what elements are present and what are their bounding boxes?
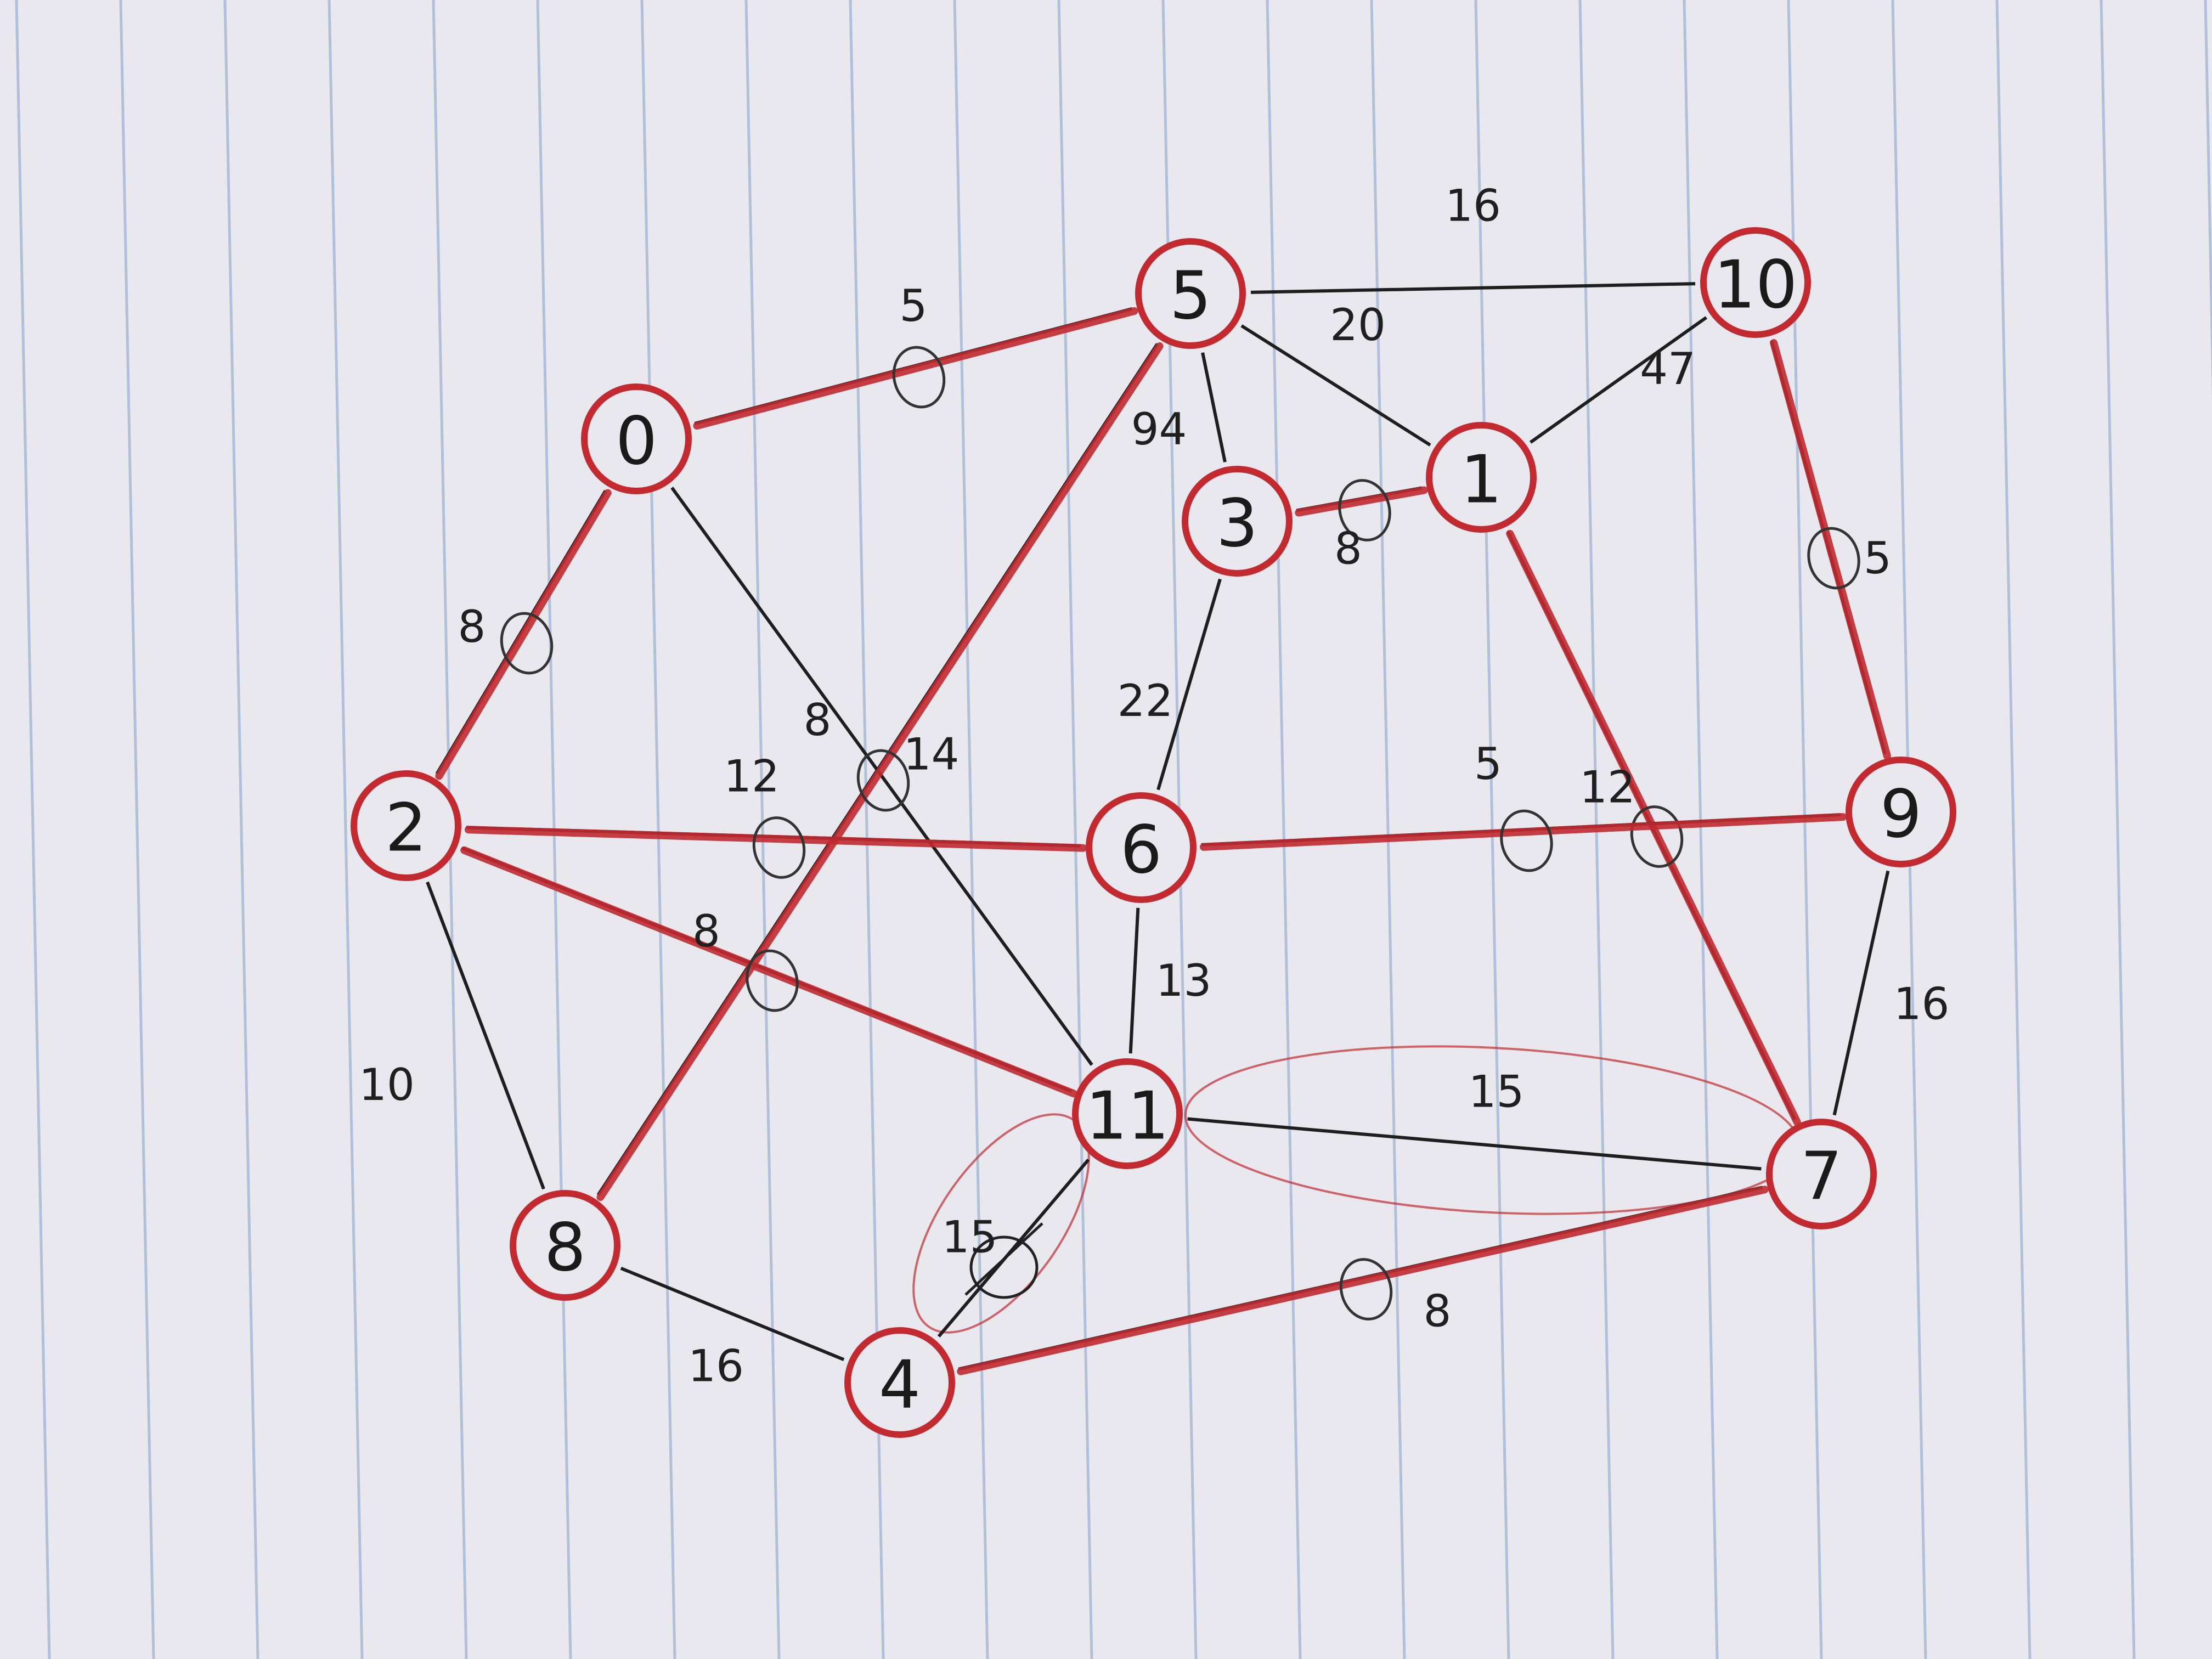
edge-check-mark (500, 612, 554, 675)
edge-6-11 (1128, 907, 1140, 1054)
node-6-label: 6 (1120, 812, 1162, 889)
edges-layer (426, 282, 1891, 1375)
edge-6-9-highlight (1199, 813, 1847, 851)
edge-weight-2-11: 8 (692, 906, 720, 957)
node-4-label: 4 (879, 1347, 921, 1424)
ruled-line (953, 0, 989, 1659)
edge-4-7-highlight (957, 1186, 1769, 1375)
edge-8-4 (620, 1266, 845, 1362)
edge-2-11-highlight (460, 846, 1077, 1098)
ruled-line (15, 0, 51, 1659)
edge-weight-2-6: 12 (724, 751, 780, 802)
edge-10-9-highlight (1770, 339, 1891, 760)
edge-weight-5-8: 8 (804, 695, 832, 746)
ruled-line (640, 0, 676, 1659)
edge-11-7 (1187, 1117, 1762, 1171)
ruled-line (1266, 0, 1302, 1659)
ruled-line (119, 0, 155, 1659)
edge-weight-10-9: 5 (1864, 533, 1892, 584)
edge-9-7 (1832, 870, 1890, 1116)
edge-weight-1-7: 12 (1579, 762, 1635, 813)
edge-weight-11-7: 15 (1469, 1066, 1525, 1118)
edge-3-6 (1156, 578, 1222, 791)
node-8-circle (510, 1190, 620, 1301)
edge-check-mark (1630, 805, 1684, 868)
edge-check-mark (746, 949, 799, 1012)
node-11-label: 11 (1086, 1079, 1170, 1155)
edge-check-mark (1807, 527, 1860, 590)
edge-weight-3-1: 8 (1334, 523, 1362, 574)
edge-weight-5-10: 16 (1445, 180, 1501, 232)
edge-5-3 (1201, 352, 1227, 462)
edge-weight-6-9: 5 (1474, 738, 1502, 789)
edge-weight-9-7: 16 (1894, 979, 1950, 1030)
ruled-line (223, 0, 259, 1659)
edge-5-8-highlight (596, 342, 1164, 1201)
edge-check-mark (856, 749, 910, 812)
ruled-line (1370, 0, 1406, 1659)
node-7-circle (1766, 1119, 1877, 1229)
edge-5-1 (1240, 324, 1431, 447)
edge-0-2-highlight (435, 489, 612, 780)
edge-0-11 (670, 487, 1093, 1066)
edge-weight-5-3: 94 (1131, 404, 1187, 455)
edge-weight-0-11: 14 (904, 729, 960, 780)
node-1-label: 1 (1460, 442, 1502, 518)
edge-10-1 (1529, 316, 1708, 444)
edge-weight-8-4: 16 (688, 1341, 744, 1392)
node-7-label: 7 (1801, 1139, 1842, 1215)
ruled-line (744, 0, 781, 1659)
edge-weight-0-2: 8 (458, 601, 486, 652)
edge-weight-6-11: 13 (1156, 955, 1212, 1006)
node-9-circle (1846, 757, 1956, 867)
edge-weight-4-7: 8 (1424, 1286, 1452, 1337)
edge-weight-3-6: 22 (1118, 675, 1173, 726)
edge-weight-5-1: 20 (1330, 300, 1386, 351)
ruled-line (328, 0, 364, 1659)
node-6-circle (1086, 792, 1197, 903)
edge-check-mark (1339, 1258, 1393, 1321)
node-8-label: 8 (544, 1210, 586, 1286)
node-3-circle (1182, 466, 1293, 577)
edge-3-1-highlight (1295, 486, 1428, 517)
node-2-label: 2 (385, 791, 427, 867)
node-11-circle (1072, 1058, 1183, 1169)
edge-check-mark (1500, 809, 1553, 872)
node-2-circle (351, 770, 461, 881)
ruled-line (1995, 0, 2032, 1659)
ruled-line (1683, 0, 1719, 1659)
node-0-label: 0 (616, 404, 657, 480)
annotation-layer (912, 1045, 1801, 1334)
edge-5-10 (1250, 282, 1696, 294)
ruled-line (1057, 0, 1093, 1659)
node-5-label: 5 (1170, 258, 1211, 335)
ruled-line (2100, 0, 2136, 1659)
node-10-label: 10 (1714, 247, 1798, 324)
node-1-circle (1426, 422, 1537, 533)
edge-check-mark (1338, 479, 1391, 541)
node-4-circle (844, 1327, 955, 1438)
node-9-label: 9 (1880, 777, 1922, 853)
node-3-label: 3 (1216, 486, 1258, 562)
edge-2-8 (426, 881, 545, 1190)
edge-weight-2-8: 10 (359, 1059, 415, 1110)
edge-2-6-highlight (464, 826, 1087, 852)
edge-weight-11-4: 15 (942, 1212, 998, 1263)
ruled-line (2204, 0, 2212, 401)
node-10-circle (1700, 227, 1811, 338)
edge-11-4 (937, 1159, 1090, 1338)
node-5-circle (1135, 238, 1246, 349)
edge-check-mark (892, 346, 946, 409)
edge-weight-10-1: 47 (1640, 343, 1696, 394)
node-0-circle (581, 383, 692, 494)
edge-0-5-highlight (693, 307, 1138, 430)
edge-weight-0-5: 5 (900, 280, 928, 331)
edge-check-mark (752, 816, 806, 879)
crossed-circle-mark (969, 1235, 1039, 1299)
